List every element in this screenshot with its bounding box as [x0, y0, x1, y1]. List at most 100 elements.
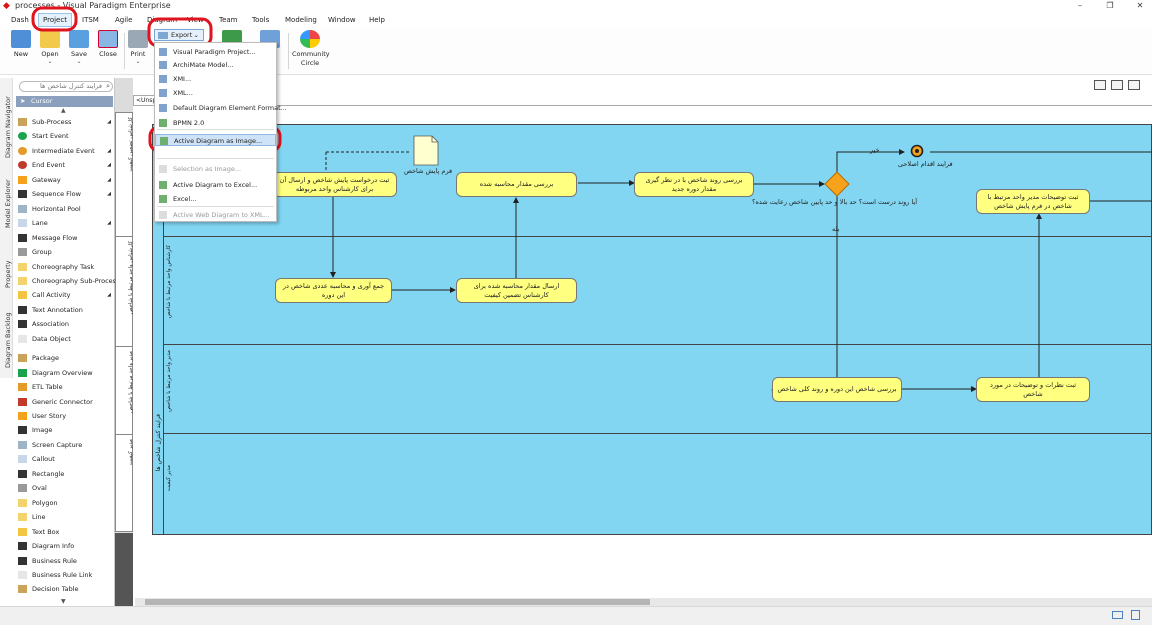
export-menu-item-archimate-model[interactable]: ArchiMate Model... — [155, 59, 276, 71]
palette-item-oval[interactable]: Oval — [16, 481, 113, 495]
scroll-down-icon[interactable]: ▼ — [61, 598, 66, 605]
scroll-up-icon[interactable]: ▲ — [61, 107, 66, 114]
expand-corner-icon[interactable]: ◢ — [107, 147, 111, 154]
palette-item-package[interactable]: Package — [16, 351, 113, 365]
menu-window[interactable]: Window — [328, 16, 356, 24]
expand-corner-icon[interactable]: ◢ — [107, 220, 111, 227]
palette-item-image[interactable]: Image — [16, 423, 113, 437]
palette-item-message-flow[interactable]: Message Flow — [16, 231, 113, 245]
palette-item-generic-connector[interactable]: Generic Connector — [16, 395, 113, 409]
palette-item-choreography-sub-process[interactable]: Choreography Sub-Process — [16, 274, 119, 288]
print-button[interactable]: Print ⌄ — [124, 30, 152, 72]
new-button[interactable]: New — [7, 30, 35, 72]
export-menu-item-xml[interactable]: XML... — [155, 87, 276, 99]
export-menu-item-active-diagram-as-image[interactable]: Active Diagram as Image... — [155, 134, 276, 146]
expand-corner-icon[interactable]: ◢ — [107, 292, 111, 299]
palette-item-gateway[interactable]: Gateway◢ — [16, 173, 113, 187]
palette-item-decision-table[interactable]: Decision Table — [16, 582, 113, 596]
palette-item-lane[interactable]: Lane◢ — [16, 216, 113, 230]
export-menu-item-visual-paradigm-project[interactable]: Visual Paradigm Project... — [155, 46, 276, 58]
palette-item-rectangle[interactable]: Rectangle — [16, 467, 113, 481]
expand-corner-icon[interactable]: ◢ — [107, 162, 111, 169]
fit-icon[interactable] — [1111, 80, 1123, 90]
export-button[interactable]: Export ⌄ — [154, 29, 204, 41]
tab-model-explorer[interactable]: Model Explorer — [4, 179, 12, 228]
task-review-value[interactable]: بررسی مقدار محاسبه شده — [456, 172, 577, 197]
task-send-value[interactable]: ارسال مقدار محاسبه شده برای کارشناس تضمی… — [456, 278, 577, 303]
palette-item-end-event[interactable]: End Event◢ — [16, 158, 113, 172]
menu-item-icon — [159, 104, 167, 112]
palette-item-text-box[interactable]: Text Box — [16, 525, 113, 539]
palette-item-etl-table[interactable]: ETL Table — [16, 380, 113, 394]
community-circle-button[interactable]: Community Circle — [292, 30, 330, 72]
tab-diagram-backlog[interactable]: Diagram Backlog — [4, 312, 12, 368]
close-window-button[interactable]: ✕ — [1136, 1, 1144, 10]
palette-item-screen-capture[interactable]: Screen Capture — [16, 438, 113, 452]
palette-item-sub-process[interactable]: Sub-Process◢ — [16, 115, 113, 129]
export-menu-item-selection-as-image: Selection as Image... — [155, 163, 276, 175]
task-register-request[interactable]: ثبت درخواست پایش شاخص و ارسال آن برای کا… — [272, 172, 397, 197]
expand-corner-icon[interactable]: ◢ — [107, 176, 111, 183]
palette-item-business-rule[interactable]: Business Rule — [16, 554, 113, 568]
tab-diagram-navigator[interactable]: Diagram Navigator — [4, 96, 12, 158]
menu-project[interactable]: Project — [38, 13, 72, 27]
row-header: کارشناس تضمین کیفیت کارشناس واحد مرتبط ب… — [115, 112, 134, 532]
task-manager-notes[interactable]: ثبت توضیحات مدیر واحد مرتبط با شاخص در ف… — [976, 189, 1090, 214]
palette-item-callout[interactable]: Callout — [16, 452, 113, 466]
palette-item-association[interactable]: Association — [16, 317, 113, 331]
tab-property[interactable]: Property — [4, 260, 12, 288]
export-menu-item-xmi[interactable]: XMI... — [155, 73, 276, 85]
task-record-comments[interactable]: ثبت نظرات و توضیحات در مورد شاخص — [976, 377, 1090, 402]
export-menu-item-excel[interactable]: Excel... — [155, 193, 276, 205]
close-button[interactable]: Close — [94, 30, 122, 72]
palette-item-start-event[interactable]: Start Event — [16, 129, 113, 143]
palette-item-diagram-info[interactable]: Diagram Info — [16, 539, 113, 553]
task-review-trend[interactable]: بررسی روند شاخص با در نظر گیری مقدار دور… — [634, 172, 754, 197]
task-review-period[interactable]: بررسی شاخص این دوره و روند کلی شاخص — [772, 377, 902, 402]
palette-item-text-annotation[interactable]: Text Annotation — [16, 303, 113, 317]
palette-item-diagram-overview[interactable]: Diagram Overview — [16, 366, 113, 380]
menu-agile[interactable]: Agile — [115, 16, 133, 24]
palette-item-line[interactable]: Line — [16, 510, 113, 524]
menu-itsm[interactable]: ITSM — [82, 16, 99, 24]
palette-item-sequence-flow[interactable]: Sequence Flow◢ — [16, 187, 113, 201]
palette-item-user-story[interactable]: User Story — [16, 409, 113, 423]
open-button[interactable]: Open ⌄ — [36, 30, 64, 72]
expand-corner-icon[interactable]: ◢ — [107, 191, 111, 198]
scrollbar-thumb[interactable] — [115, 533, 133, 608]
palette-item-choreography-task[interactable]: Choreography Task — [16, 260, 113, 274]
panel-icon[interactable] — [1128, 80, 1140, 90]
task-collect-calc[interactable]: جمع آوری و محاسبه عددی شاخص در این دوره — [275, 278, 392, 303]
palette-item-intermediate-event[interactable]: Intermediate Event◢ — [16, 144, 113, 158]
palette-item-call-activity[interactable]: Call Activity◢ — [16, 288, 113, 302]
save-button[interactable]: Save ⌄ — [65, 30, 93, 72]
text-box-icon — [18, 527, 27, 536]
minimize-button[interactable]: – — [1078, 1, 1082, 10]
horizontal-scrollbar[interactable] — [135, 598, 1152, 606]
mail-icon[interactable] — [1112, 611, 1123, 619]
menu-help[interactable]: Help — [369, 16, 385, 24]
palette-cursor-tool[interactable]: ➤ Cursor — [16, 96, 113, 107]
palette-item-group[interactable]: Group — [16, 245, 113, 259]
restore-button[interactable]: ❐ — [1106, 1, 1114, 10]
palette-item-data-object[interactable]: Data Object — [16, 332, 113, 346]
lane-divider — [164, 344, 1152, 345]
expand-corner-icon[interactable]: ◢ — [107, 119, 111, 125]
text-annotation-icon — [18, 305, 27, 314]
export-menu-item-bpmn-2-0[interactable]: BPMN 2.0 — [155, 117, 276, 129]
layout-icon[interactable] — [1094, 80, 1106, 90]
menu-dash[interactable]: Dash — [11, 16, 29, 24]
menu-team[interactable]: Team — [219, 16, 238, 24]
export-menu-item-default-diagram-element-format[interactable]: Default Diagram Element Format... — [155, 102, 287, 114]
menu-view[interactable]: View — [187, 16, 204, 24]
scrollbar-thumb[interactable] — [145, 599, 650, 605]
menu-diagram[interactable]: Diagram — [147, 16, 178, 24]
palette-item-business-rule-link[interactable]: Business Rule Link — [16, 568, 113, 582]
palette-search-input[interactable]: فرایند کنترل شاخص ها ⌕ — [19, 81, 113, 92]
menu-modeling[interactable]: Modeling — [285, 16, 317, 24]
menu-tools[interactable]: Tools — [252, 16, 270, 24]
palette-item-polygon[interactable]: Polygon — [16, 496, 113, 510]
notes-icon[interactable] — [1131, 610, 1140, 620]
export-menu-item-active-diagram-to-excel[interactable]: Active Diagram to Excel... — [155, 179, 276, 191]
palette-item-horizontal-pool[interactable]: Horizontal Pool — [16, 202, 113, 216]
